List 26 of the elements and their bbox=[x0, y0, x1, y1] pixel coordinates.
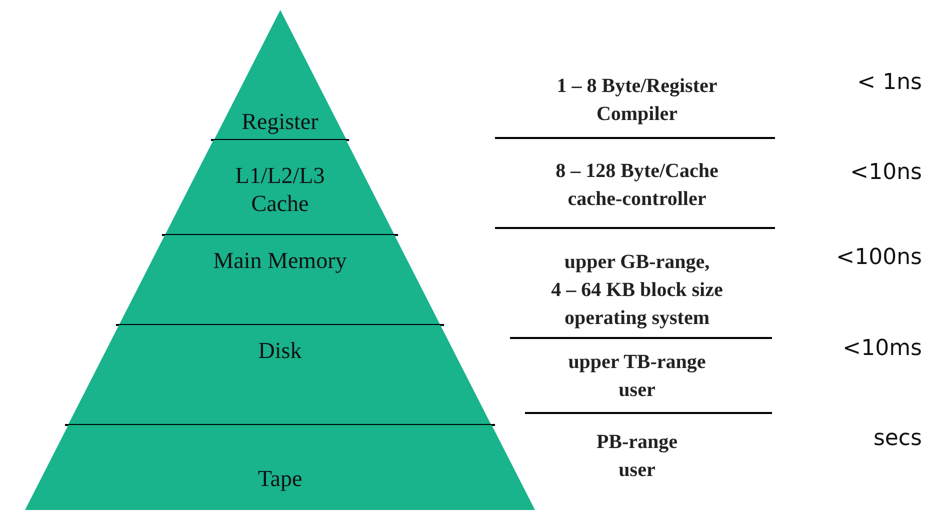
pyramid-level bbox=[68, 325, 492, 425]
level-label: L1/L2/L3 Cache bbox=[234, 162, 326, 218]
level-description: user bbox=[618, 378, 656, 403]
level-description: cache-controller bbox=[566, 187, 708, 212]
pyramid-level bbox=[165, 140, 395, 235]
level-description: 4 – 64 KB block size bbox=[550, 278, 724, 303]
level-description: PB-range bbox=[595, 430, 679, 455]
level-description: 1 – 8 Byte/Register bbox=[556, 74, 718, 99]
access-time: <10ns bbox=[850, 160, 922, 185]
access-time: secs bbox=[873, 426, 922, 451]
level-description: user bbox=[618, 458, 656, 483]
level-description: upper GB-range, bbox=[563, 250, 711, 275]
level-label: Main Memory bbox=[212, 247, 348, 275]
pyramid-level bbox=[119, 235, 441, 325]
access-time: <100ns bbox=[836, 245, 922, 270]
level-description: Compiler bbox=[595, 102, 679, 127]
level-description: operating system bbox=[564, 306, 710, 331]
access-time: < 1ns bbox=[857, 70, 922, 95]
level-description: upper TB-range bbox=[567, 350, 707, 375]
access-time: <10ms bbox=[842, 336, 922, 361]
level-label: Disk bbox=[257, 337, 303, 365]
level-label: Register bbox=[240, 108, 320, 136]
pyramid-level bbox=[25, 425, 535, 510]
level-label: Tape bbox=[256, 465, 304, 493]
pyramid-level bbox=[214, 10, 346, 140]
level-description: 8 – 128 Byte/Cache bbox=[554, 159, 720, 184]
